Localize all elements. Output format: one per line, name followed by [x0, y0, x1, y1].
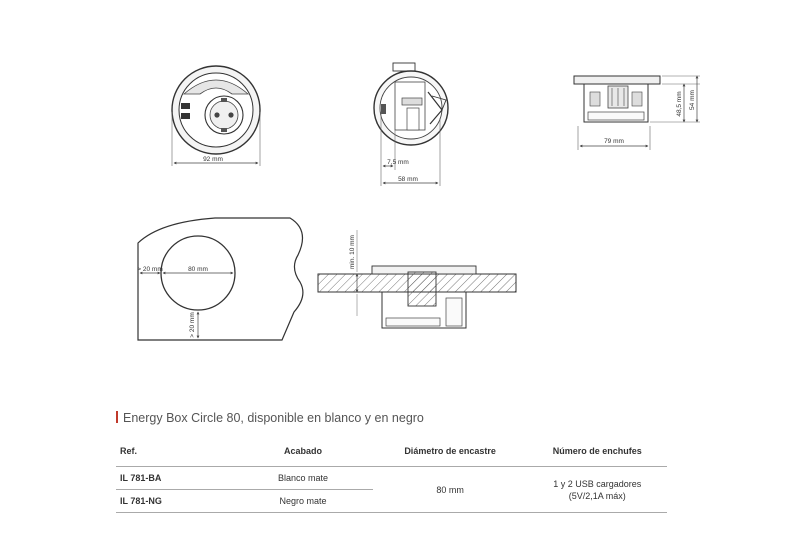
- table-row: IL 781-NG Negro mate: [116, 489, 667, 513]
- sockets-line-1: 1 y 2 USB cargadores: [553, 478, 642, 489]
- cell-sockets: 1 y 2 USB cargadores (5V/2,1A máx): [527, 466, 667, 513]
- cell-finish: Blanco mate: [233, 466, 373, 490]
- table-row: IL 781-BA Blanco mate 80 mm 1 y 2 USB ca…: [116, 466, 667, 513]
- header-sockets: Número de enchufes: [527, 436, 667, 467]
- cell-ref: IL 781-NG: [116, 489, 234, 513]
- profile-view-drawing: 79 mm 48,5 mm 54 mm: [573, 75, 700, 150]
- technical-drawings: 92 mm 7,5 mm 58 mm 79 mm: [137, 62, 700, 341]
- header-diameter: Diámetro de encastre: [372, 436, 528, 467]
- dim-min-thickness: min. 10 mm: [349, 235, 356, 269]
- dim-top-width: 92 mm: [203, 156, 223, 163]
- product-section-title: Energy Box Circle 80, disponible en blan…: [116, 411, 424, 425]
- table-header-row: Ref. Acabado Diámetro de encastre Número…: [116, 436, 667, 467]
- dim-profile-inner: 48,5 mm: [676, 91, 683, 116]
- cutout-drawing: 80 mm > 20 mm > 20 mm: [137, 217, 304, 341]
- section-drawing: min. 10 mm: [317, 230, 517, 329]
- cell-ref: IL 781-BA: [116, 466, 234, 490]
- product-spec-table: Ref. Acabado Diámetro de encastre Número…: [116, 436, 667, 513]
- dim-profile-outer: 54 mm: [689, 90, 696, 110]
- top-view-drawing: 92 mm: [171, 65, 261, 166]
- product-title-text: Energy Box Circle 80, disponible en blan…: [123, 411, 424, 425]
- dim-profile-width: 79 mm: [604, 138, 624, 145]
- header-ref: Ref.: [116, 436, 234, 467]
- sockets-line-2: (5V/2,1A máx): [568, 490, 626, 501]
- dim-cutout-diameter: 80 mm: [188, 266, 208, 273]
- dim-cutout-left: > 20 mm: [137, 266, 162, 273]
- dim-side-width: 58 mm: [398, 176, 418, 183]
- cell-finish: Negro mate: [233, 489, 373, 513]
- title-accent-bar: [116, 411, 118, 423]
- dim-cutout-bottom: > 20 mm: [189, 312, 196, 337]
- dim-side-small: 7,5 mm: [387, 159, 409, 166]
- side-view-drawing: 7,5 mm 58 mm: [373, 62, 449, 186]
- cell-diameter: 80 mm: [372, 466, 528, 513]
- header-finish: Acabado: [233, 436, 373, 467]
